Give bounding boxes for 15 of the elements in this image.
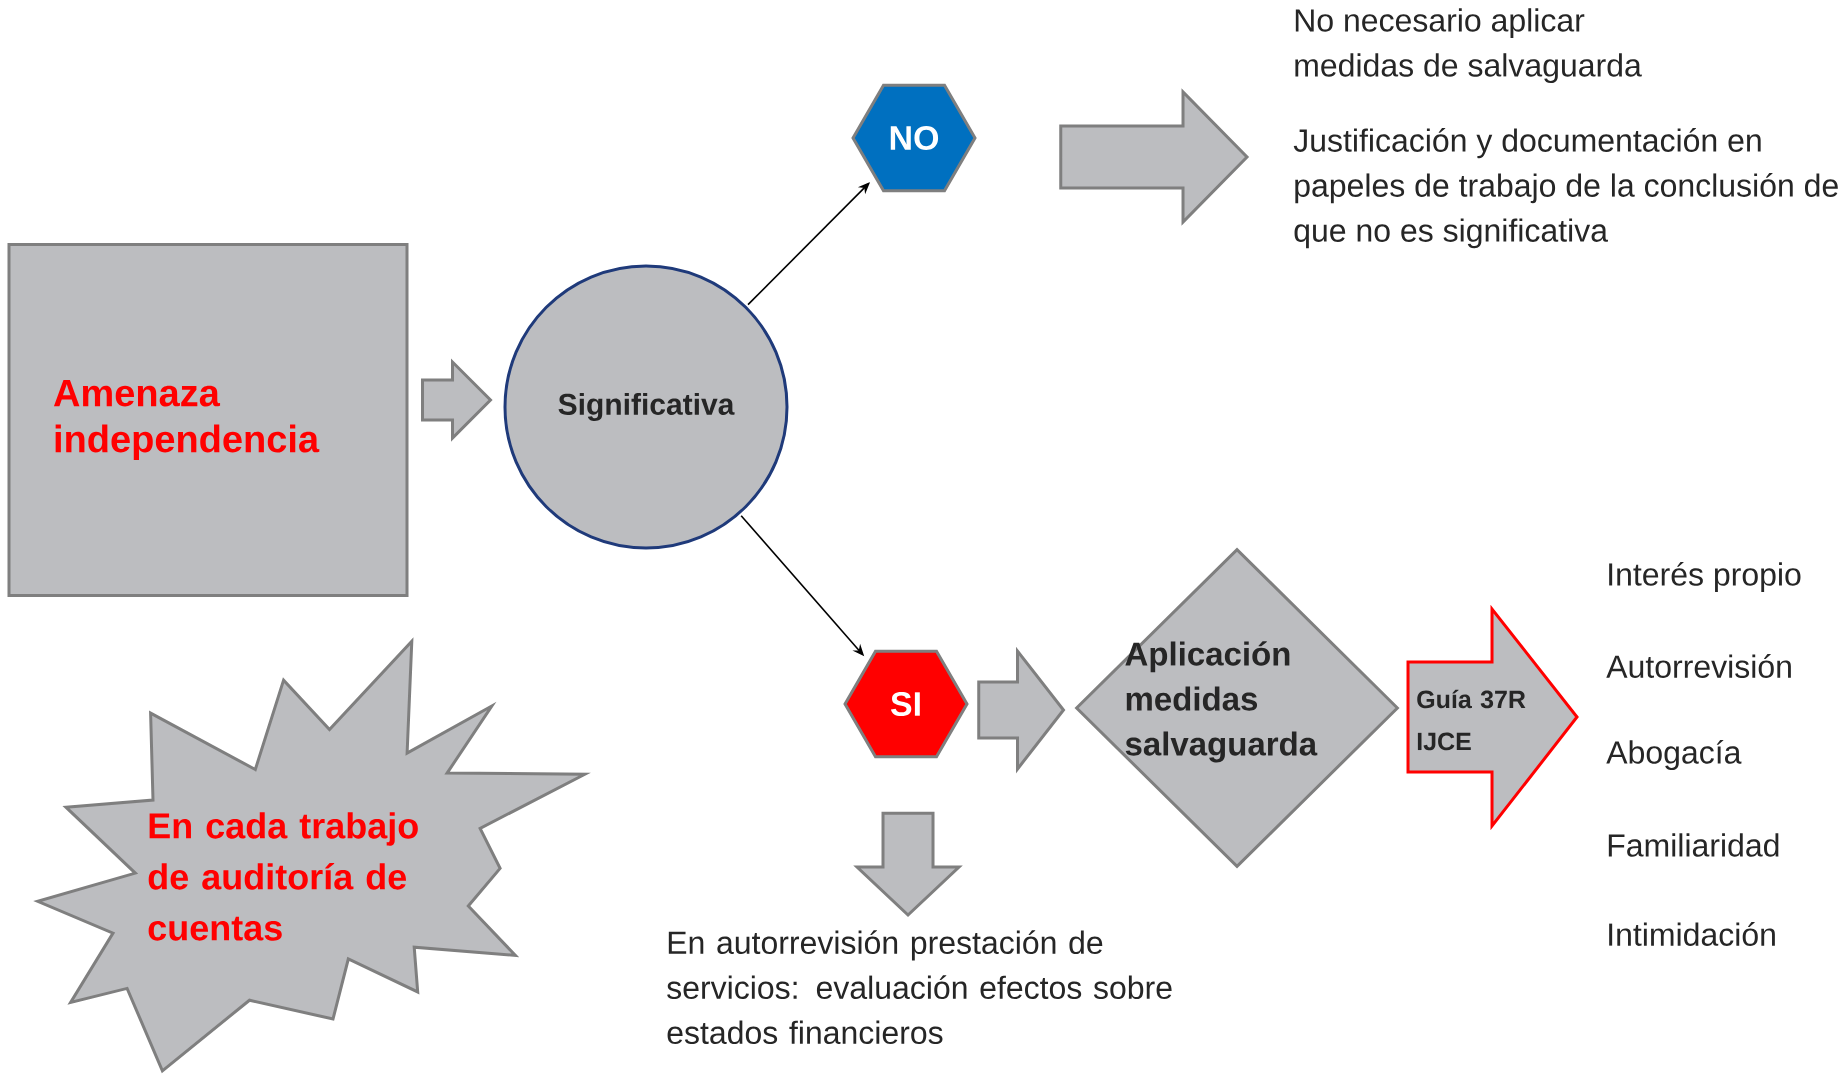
hexagon: NO <box>851 83 977 193</box>
block-arrow <box>421 358 493 442</box>
list-item: Autorrevisión <box>1606 654 1791 678</box>
block-arrow <box>853 811 963 918</box>
block-arrow <box>977 646 1066 774</box>
starburst: En cada trabajo de auditoría de cuentas <box>33 637 591 1074</box>
hexagon: SI <box>843 649 969 759</box>
list-item: Familiaridad <box>1608 833 1779 857</box>
list-item: Intimidación <box>1609 922 1775 946</box>
note-text: En autorrevisión prestación de servicios: evaluación efectos sobre estados financieros <box>667 930 1172 1045</box>
note-text: No necesario aplicar medidas de salvaguarda Justificación y documentación en papeles de trabajo de la conclusión de que no es significativa <box>1293 8 1838 249</box>
block-arrow <box>1059 88 1250 226</box>
list-item: Abogacía <box>1606 739 1742 771</box>
list-item: Interés propio <box>1609 561 1801 593</box>
process-box: Amenaza independencia <box>7 243 409 597</box>
